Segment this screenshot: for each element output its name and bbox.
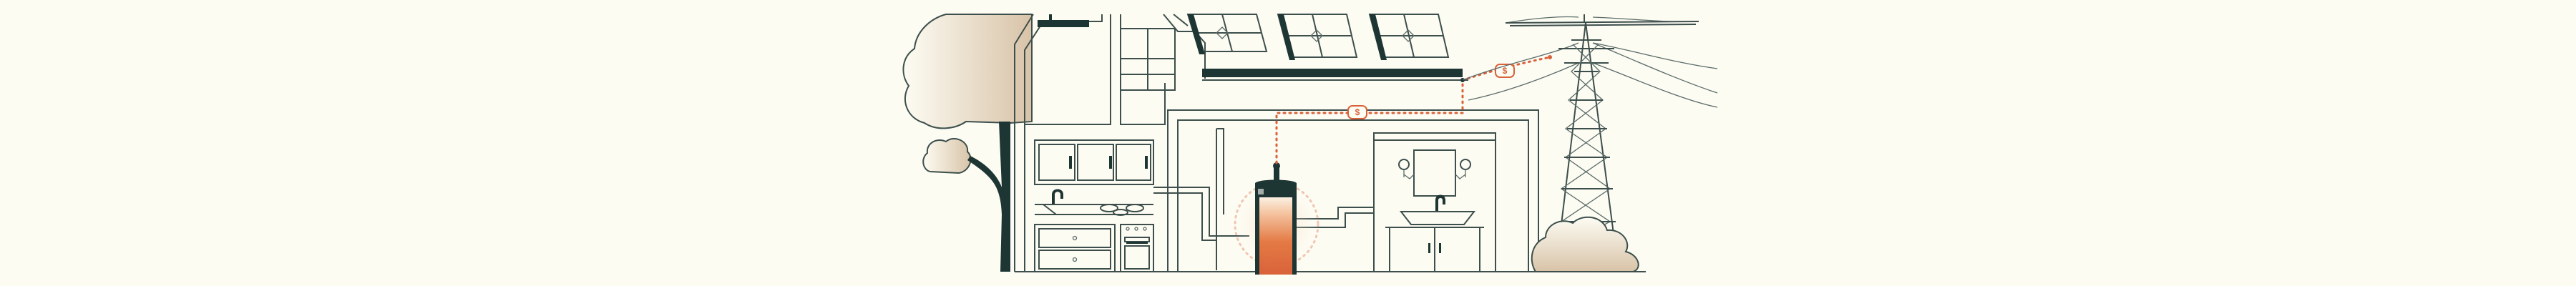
left-tree	[902, 14, 1033, 272]
heater-top-pipe	[1274, 166, 1279, 180]
heater-cap	[1255, 179, 1297, 193]
wall-lamp-left	[1398, 159, 1415, 179]
supply-badge: $	[1347, 105, 1367, 119]
upper-cabinets	[1034, 139, 1154, 185]
dollar-badge-icon	[1347, 105, 1367, 119]
tree-trunk	[967, 122, 1010, 272]
bathroom	[1373, 132, 1496, 272]
energy-flow: $ $	[1275, 55, 1552, 164]
heater-body	[1258, 193, 1295, 275]
wall-lamp-right	[1455, 159, 1471, 179]
bathroom-sink	[1399, 211, 1476, 225]
bathroom-vanity	[1389, 227, 1480, 272]
solar-panel-1	[1186, 14, 1268, 54]
solar-panel-2	[1277, 14, 1358, 60]
grid-badge-label: $	[1503, 66, 1508, 76]
tree-bush-small	[922, 138, 972, 174]
oven	[1120, 224, 1154, 272]
upper-window	[1120, 28, 1176, 91]
solar-panel-3	[1368, 14, 1450, 60]
kitchen	[1034, 139, 1154, 272]
chimney-cap	[1038, 20, 1089, 27]
lower-cabinets	[1034, 224, 1116, 272]
solar-panels	[1186, 14, 1450, 60]
right-bush	[1531, 216, 1639, 272]
bathroom-faucet	[1435, 194, 1445, 212]
kitchen-faucet	[1052, 189, 1063, 204]
smart-water-heater	[1232, 162, 1321, 275]
bathroom-mirror	[1413, 149, 1456, 197]
tree-canopy	[902, 14, 1033, 129]
stove-burners	[1100, 204, 1144, 216]
supply-badge-label: $	[1355, 107, 1360, 117]
